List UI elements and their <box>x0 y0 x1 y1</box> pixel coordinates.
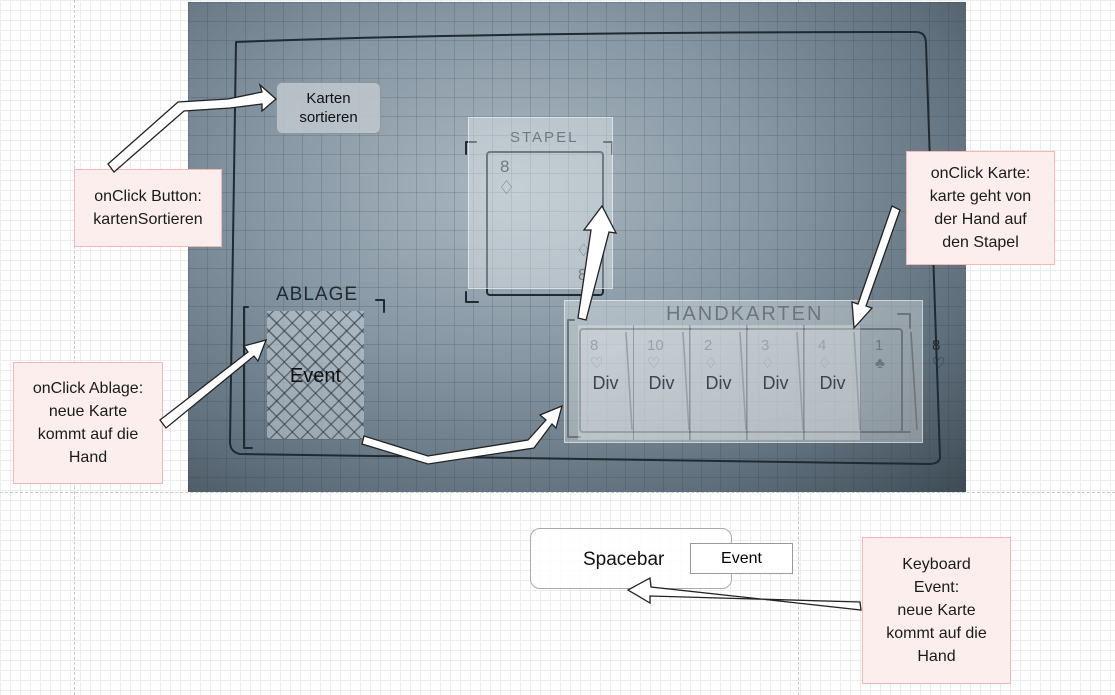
ablage-bracket-right <box>375 299 385 313</box>
div-label: Div <box>592 373 619 393</box>
hand-card-rank: 3 <box>761 337 769 354</box>
stapel-overlay[interactable] <box>468 117 613 289</box>
hand-card-div[interactable]: Div <box>578 325 634 440</box>
div-label: Div <box>819 373 846 393</box>
hand-card-divider <box>682 331 690 431</box>
page-guide-left <box>74 0 75 695</box>
hand-card-rank: 8 <box>590 337 598 354</box>
hand-card-divider <box>910 331 918 431</box>
hand-card-rank: 4 <box>818 337 826 354</box>
div-label: Div <box>705 373 732 393</box>
hand-card-suit: ♡ <box>647 355 660 372</box>
hand-card-div[interactable]: Div <box>805 325 861 440</box>
stapel-card-suit: ♢ <box>498 178 515 199</box>
spacebar-label: Spacebar <box>583 549 665 570</box>
hand-card-rank: 8 <box>932 337 940 354</box>
hand-card-divider <box>625 331 633 431</box>
note-keyboard-event: Keyboard Event: neue Karte kommt auf die… <box>862 537 1011 684</box>
ablage-bracket-left <box>243 306 253 449</box>
stapel-bracket <box>465 141 613 303</box>
keyboard-event-label: Event <box>721 550 762 567</box>
ablage-event-area[interactable]: Event <box>267 311 364 439</box>
hand-card-rank: 10 <box>647 337 664 354</box>
hand-card-divider <box>853 331 861 431</box>
div-label: Div <box>648 373 675 393</box>
label-stapel: STAPEL <box>510 129 578 146</box>
hand-card-suit: ♡ <box>590 355 603 372</box>
note-keyboard-event-text: Keyboard Event: neue Karte kommt auf die… <box>886 556 987 665</box>
screen-outline <box>229 31 941 465</box>
stapel-card-rank: 8 <box>500 157 509 176</box>
hand-card-suit: ♢ <box>704 355 717 372</box>
karten-sortieren-button[interactable]: Karten sortieren <box>276 82 381 134</box>
hand-card-div[interactable]: Div <box>691 325 747 440</box>
hand-card-row <box>579 328 903 433</box>
note-onclick-ablage-text: onClick Ablage: neue Karte kommt auf die… <box>32 380 144 466</box>
note-onclick-button: onClick Button: kartenSortieren <box>74 169 222 247</box>
label-handkarten: HANDKARTEN <box>666 303 823 325</box>
hand-card-suit: ♢ <box>761 355 774 372</box>
div-label: Div <box>762 373 789 393</box>
hand-card-divider <box>739 331 747 431</box>
ablage-event-label: Event <box>289 365 342 387</box>
hand-card-div[interactable]: Div <box>748 325 804 440</box>
hand-card-divider <box>796 331 804 431</box>
label-ablage: ABLAGE <box>276 284 358 305</box>
note-onclick-ablage: onClick Ablage: neue Karte kommt auf die… <box>13 362 163 484</box>
note-onclick-karte-text: onClick Karte: karte geht von der Hand a… <box>929 165 1032 251</box>
note-onclick-button-text: onClick Button: kartenSortieren <box>93 188 203 228</box>
hand-card-suit: ♢ <box>818 355 831 372</box>
karten-sortieren-label: Karten sortieren <box>299 90 358 126</box>
note-onclick-karte: onClick Karte: karte geht von der Hand a… <box>906 151 1055 265</box>
hand-card-div[interactable]: Div <box>634 325 690 440</box>
page-break-line <box>0 492 1115 493</box>
hand-card-rank: 1 <box>875 337 883 354</box>
keyboard-event-box: Event <box>690 543 793 574</box>
hand-card-suit: ♡ <box>932 355 945 372</box>
hand-card-rank: 2 <box>704 337 712 354</box>
hand-card-suit: ♣ <box>875 355 885 372</box>
